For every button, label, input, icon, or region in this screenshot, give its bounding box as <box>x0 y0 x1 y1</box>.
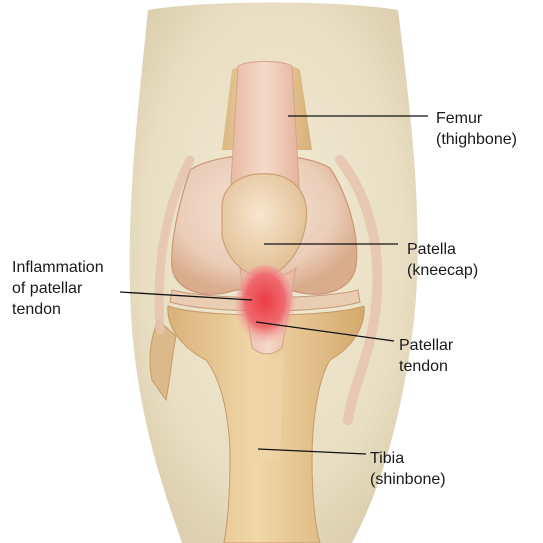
inflammation-label-line1: Inflammation <box>12 257 104 278</box>
patellar-tendon-label-line2: tendon <box>399 356 453 377</box>
femur-label-line2: (thighbone) <box>436 129 517 150</box>
inflamed-region <box>235 265 295 345</box>
patellar-tendon-label: Patellar tendon <box>399 335 453 377</box>
femur-label: Femur (thighbone) <box>436 108 517 150</box>
tibia-label-line2: (shinbone) <box>370 469 446 490</box>
inflammation-label-line2: of patellar <box>12 278 104 299</box>
femur-label-line1: Femur <box>436 108 517 129</box>
patellar-tendon-label-line1: Patellar <box>399 335 453 356</box>
tibia-label: Tibia (shinbone) <box>370 448 446 490</box>
inflammation-label-line3: tendon <box>12 299 104 320</box>
patella-label-line2: (kneecap) <box>407 260 478 281</box>
tibial-tuberosity <box>250 350 284 460</box>
inflammation-label: Inflammation of patellar tendon <box>12 257 104 320</box>
patella-label-line1: Patella <box>407 239 478 260</box>
patella-label: Patella (kneecap) <box>407 239 478 281</box>
tibia-label-line1: Tibia <box>370 448 446 469</box>
